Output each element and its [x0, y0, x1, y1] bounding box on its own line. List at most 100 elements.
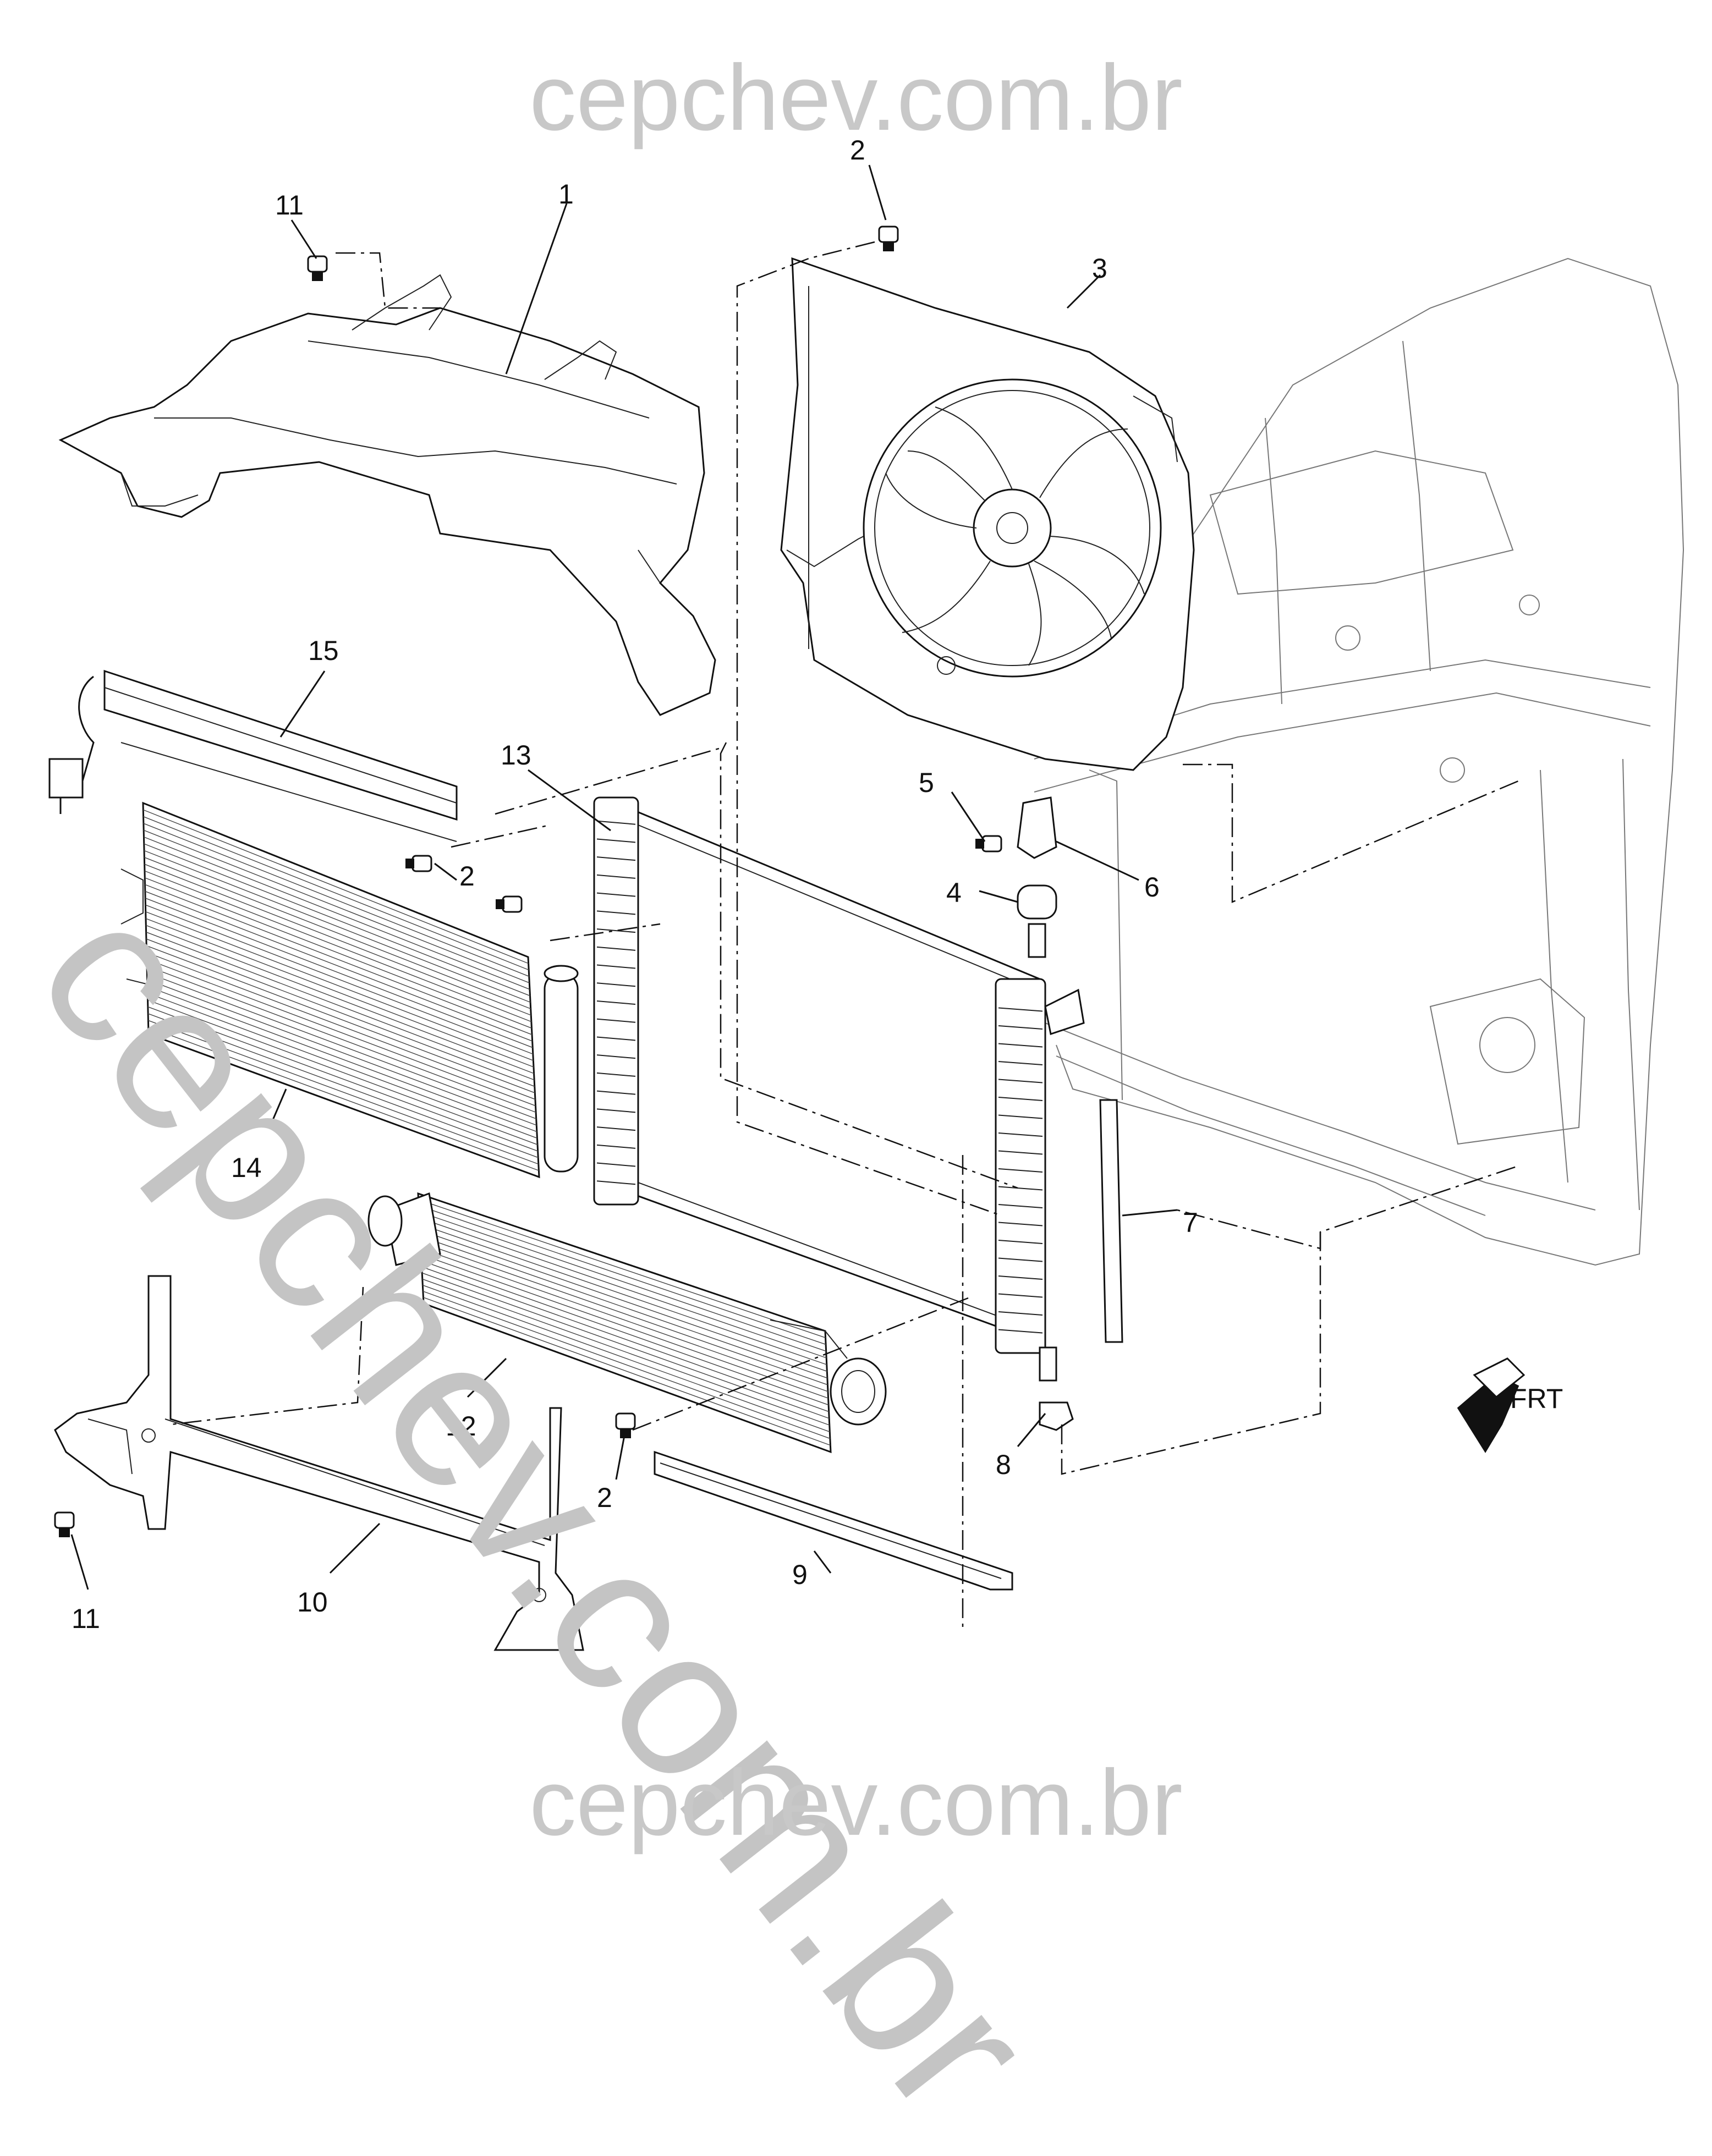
- fin-line: [998, 1257, 1043, 1262]
- fin-line: [146, 945, 535, 1093]
- fin-line: [420, 1248, 828, 1392]
- bolt-11-top: [307, 255, 328, 281]
- fin-line: [998, 1114, 1043, 1119]
- fin-line: [147, 999, 538, 1145]
- fin-line: [422, 1291, 831, 1439]
- fin-line: [419, 1217, 827, 1358]
- fin-line: [143, 829, 530, 983]
- exploded-parts-diagram: FRT 11 1 2 3 15 13 2 5 6 4 7 8 9 14 10 1…: [48, 135, 1684, 1651]
- fin-line: [998, 1061, 1043, 1065]
- fin-line: [596, 856, 636, 861]
- fin-line: [998, 1204, 1043, 1208]
- callout-12: 12: [446, 1411, 476, 1442]
- fin-line: [596, 1108, 636, 1113]
- leader-lines: [70, 164, 1178, 1590]
- fin-line: [998, 1168, 1043, 1173]
- fin-line: [596, 1036, 636, 1041]
- part-3-fan-shroud-assembly: [780, 257, 1195, 771]
- callout-5: 5: [919, 767, 934, 798]
- fin-line: [147, 972, 536, 1119]
- callout-6: 6: [1144, 872, 1160, 903]
- part-13-radiator: [593, 796, 1085, 1382]
- bolt-2-top: [878, 226, 899, 251]
- part-10-lower-support: [54, 1275, 584, 1651]
- callout-7: 7: [1183, 1207, 1198, 1238]
- callout-2-lower: 2: [597, 1482, 612, 1513]
- part-15-upper-bracket: [48, 669, 458, 842]
- fin-line: [596, 910, 636, 915]
- fin-line: [998, 1025, 1043, 1030]
- fin-line: [998, 1150, 1043, 1155]
- callout-13: 13: [501, 740, 531, 771]
- fin-line: [423, 1297, 831, 1446]
- callout-2-top: 2: [850, 135, 865, 166]
- fin-line: [998, 1311, 1043, 1316]
- fin-line: [596, 946, 636, 951]
- assembly-lines: [170, 241, 1519, 1628]
- fin-line: [144, 870, 532, 1022]
- fin-line: [145, 898, 533, 1048]
- fin-line: [146, 952, 536, 1100]
- callout-8: 8: [996, 1449, 1011, 1480]
- fin-line: [420, 1230, 827, 1372]
- fin-line: [596, 1072, 636, 1077]
- fin-line: [145, 911, 534, 1061]
- fin-line: [146, 932, 535, 1081]
- fin-line: [147, 986, 537, 1132]
- fin-line: [596, 1090, 636, 1095]
- fin-line: [596, 892, 636, 897]
- fin-line: [146, 925, 534, 1074]
- callout-1: 1: [558, 179, 574, 210]
- fin-line: [420, 1236, 828, 1379]
- fin-line: [146, 965, 536, 1113]
- fin-line: [596, 1018, 636, 1023]
- callout-9: 9: [792, 1559, 808, 1590]
- fin-line: [998, 1275, 1043, 1280]
- fin-line: [596, 982, 636, 987]
- bracket-6: [1017, 796, 1057, 859]
- fin-line: [421, 1272, 830, 1419]
- fin-line: [421, 1260, 829, 1406]
- fin-line: [147, 1006, 538, 1152]
- fin-line: [146, 959, 536, 1107]
- front-direction-arrow: FRT: [1457, 1357, 1563, 1453]
- fin-line: [421, 1254, 828, 1399]
- fin-line: [998, 1240, 1043, 1244]
- fin-line: [596, 1054, 636, 1059]
- fin-line: [145, 918, 534, 1068]
- fin-line: [998, 1222, 1043, 1226]
- insulator-8: [1039, 1401, 1074, 1431]
- bolt-5: [975, 835, 1002, 853]
- part-14-ac-condenser: [120, 801, 579, 1179]
- fin-line: [143, 823, 530, 977]
- fin-line: [147, 979, 537, 1126]
- fin-line: [998, 1293, 1043, 1298]
- fin-line: [145, 890, 533, 1042]
- fin-line: [148, 1020, 539, 1165]
- fin-line: [144, 857, 531, 1009]
- callout-3: 3: [1092, 253, 1107, 284]
- callout-11-lower: 11: [72, 1603, 100, 1634]
- fin-line: [998, 1186, 1043, 1191]
- fin-line: [596, 838, 636, 843]
- fin-line: [148, 1026, 539, 1171]
- fin-line: [143, 809, 529, 964]
- fin-line: [596, 964, 636, 969]
- fin-line: [143, 816, 529, 971]
- callout-2-mid: 2: [459, 861, 475, 892]
- fin-line: [998, 1097, 1043, 1101]
- fin-line: [144, 837, 530, 990]
- fin-line: [422, 1285, 830, 1432]
- fin-line: [145, 904, 534, 1055]
- fin-line: [419, 1211, 826, 1352]
- fin-line: [998, 1043, 1043, 1048]
- fin-line: [420, 1242, 828, 1385]
- watermark-bottom: cepchev.com.br: [529, 1751, 1183, 1855]
- frt-label: FRT: [1510, 1383, 1563, 1414]
- insulator-4: [1017, 884, 1057, 920]
- callout-15: 15: [308, 635, 339, 666]
- fin-line: [144, 843, 530, 997]
- callout-10: 10: [297, 1587, 328, 1618]
- fin-line: [418, 1205, 826, 1345]
- fin-line: [144, 877, 532, 1029]
